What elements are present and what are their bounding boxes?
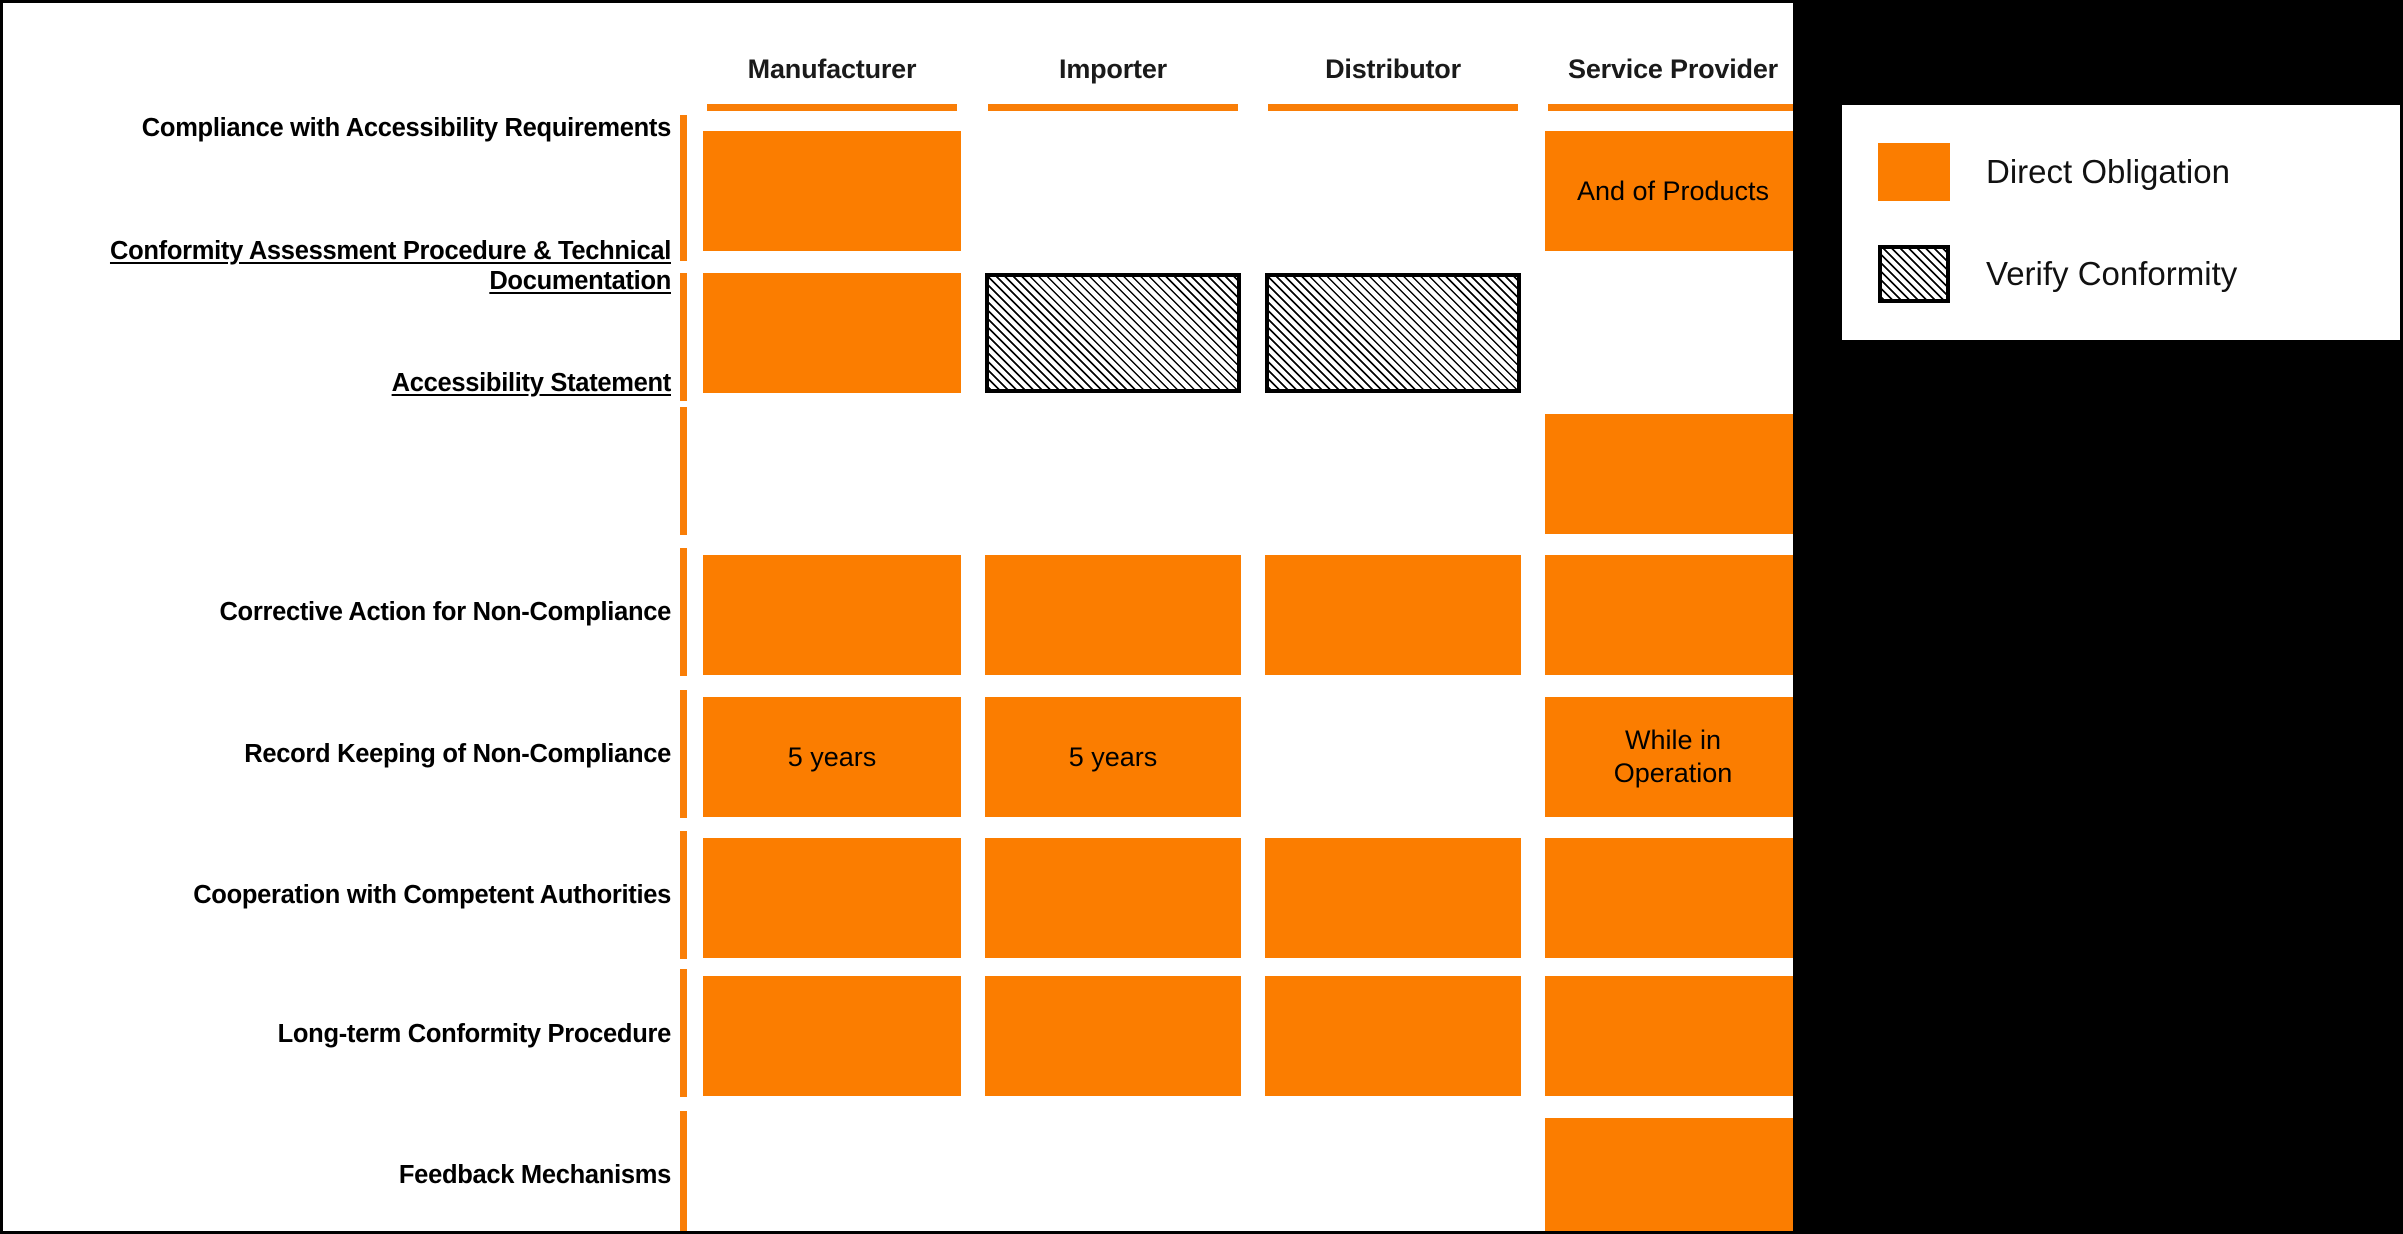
column-rule-manufacturer <box>707 104 957 111</box>
cell-r4-service-provider[interactable]: While in Operation <box>1545 697 1793 817</box>
cell-r5-service-provider[interactable] <box>1545 838 1793 958</box>
column-header-manufacturer: Manufacturer <box>747 54 917 84</box>
cell-r6-service-provider[interactable] <box>1545 976 1793 1096</box>
cell-r4-importer-text: 5 years <box>1068 741 1158 772</box>
cell-r4-importer[interactable]: 5 years <box>985 697 1241 817</box>
cell-r3-service-provider[interactable] <box>1545 555 1793 675</box>
cell-r6-distributor[interactable] <box>1265 976 1521 1096</box>
legend-swatch-verify-conformity-icon <box>1878 245 1950 303</box>
row-label-corrective-action-for-non-compliance: Corrective Action for Non-Compliance <box>219 598 671 626</box>
cell-r7-service-provider[interactable] <box>1545 1118 1793 1231</box>
cell-r0-service-provider-text: And of Products <box>1576 175 1770 206</box>
legend-label-verify-conformity: Verify Conformity <box>1986 255 2238 292</box>
cell-r4-manufacturer-text: 5 years <box>787 741 877 772</box>
column-rule-service-provider <box>1548 104 1793 111</box>
column-rule-distributor <box>1268 104 1518 111</box>
row-tick-6 <box>680 969 687 1097</box>
cell-r0-service-provider[interactable]: And of Products <box>1545 131 1793 251</box>
row-tick-0 <box>680 115 687 261</box>
column-rule-importer <box>988 104 1238 111</box>
row-label-conformity-assessment-procedure[interactable]: Conformity Assessment Procedure & Techni… <box>109 237 671 295</box>
cell-r4-manufacturer[interactable]: 5 years <box>703 697 961 817</box>
row-tick-3 <box>680 548 687 676</box>
cell-r6-manufacturer[interactable] <box>703 976 961 1096</box>
cell-r1-manufacturer[interactable] <box>703 273 961 393</box>
legend-label-direct-obligation: Direct Obligation <box>1986 153 2230 190</box>
row-label-feedback-mechanisms: Feedback Mechanisms <box>398 1161 671 1189</box>
legend-panel: Direct Obligation Verify Conformity <box>1842 105 2400 340</box>
row-tick-2 <box>680 407 687 535</box>
cell-r3-distributor[interactable] <box>1265 555 1521 675</box>
cell-r3-manufacturer[interactable] <box>703 555 961 675</box>
cell-r1-distributor[interactable] <box>1265 273 1521 393</box>
row-label-accessibility-statement[interactable]: Accessibility Statement <box>391 369 672 397</box>
row-tick-4 <box>680 690 687 818</box>
column-header-service-provider: Service Provider <box>1568 54 1778 84</box>
legend-swatch-direct-obligation-icon <box>1878 143 1950 201</box>
matrix-chart-canvas: Manufacturer Importer Distributor Servic… <box>0 0 1793 1234</box>
cell-r5-distributor[interactable] <box>1265 838 1521 958</box>
cell-r3-importer[interactable] <box>985 555 1241 675</box>
row-tick-7 <box>680 1111 687 1231</box>
row-tick-5 <box>680 831 687 959</box>
cell-r1-importer[interactable] <box>985 273 1241 393</box>
row-label-long-term-conformity-procedure: Long-term Conformity Procedure <box>277 1020 672 1048</box>
row-label-record-keeping-of-non-compliance: Record Keeping of Non-Compliance <box>244 740 671 768</box>
row-tick-1 <box>680 273 687 401</box>
column-header-distributor: Distributor <box>1325 54 1461 84</box>
cell-r5-manufacturer[interactable] <box>703 838 961 958</box>
cell-r4-service-provider-text: While in Operation <box>1613 725 1733 788</box>
cell-r6-importer[interactable] <box>985 976 1241 1096</box>
legend-item-direct-obligation[interactable]: Direct Obligation <box>1878 143 2230 201</box>
row-label-compliance-with-accessibility-requirements: Compliance with Accessibility Requiremen… <box>141 114 672 142</box>
row-label-cooperation-with-competent-authorities: Cooperation with Competent Authorities <box>193 881 671 909</box>
cell-r5-importer[interactable] <box>985 838 1241 958</box>
cell-r0-manufacturer[interactable] <box>703 131 961 251</box>
cell-r2-service-provider[interactable] <box>1545 414 1793 534</box>
legend-item-verify-conformity[interactable]: Verify Conformity <box>1878 245 2237 303</box>
column-header-importer: Importer <box>1059 54 1167 84</box>
